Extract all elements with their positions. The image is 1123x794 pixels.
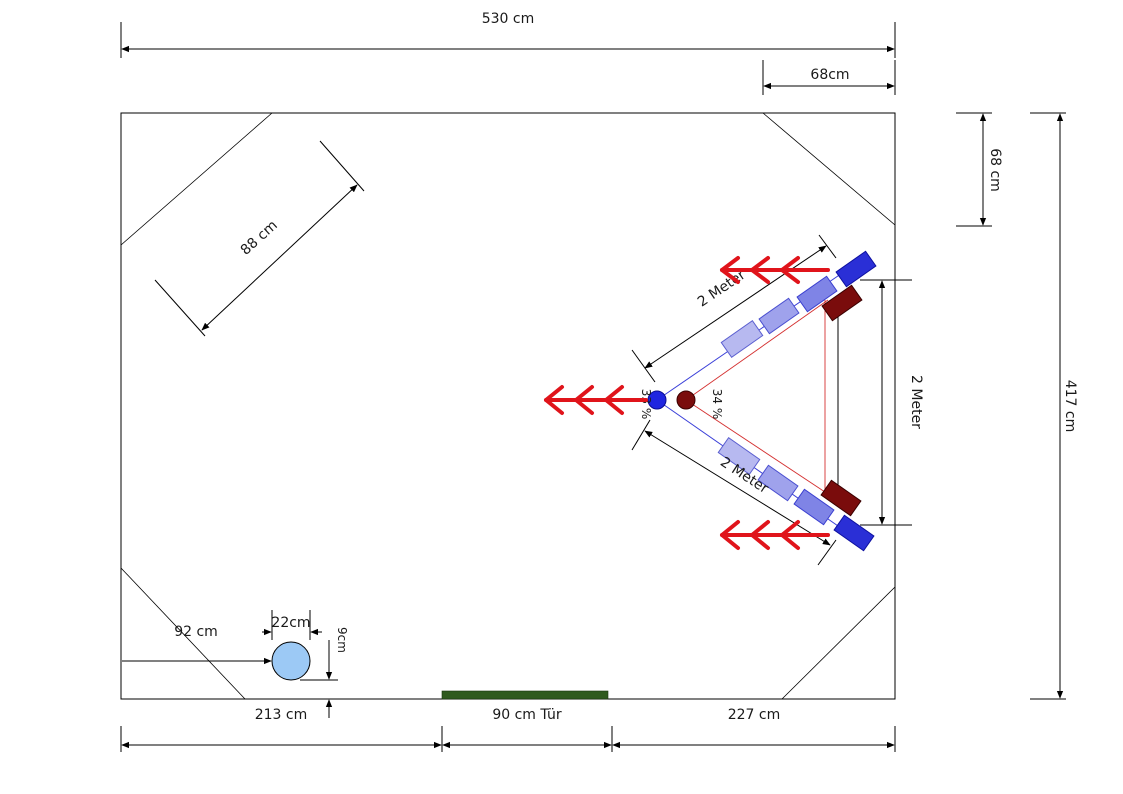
label-corner-diagonal: 88 cm <box>238 217 281 258</box>
label-blue-percent: 33 % <box>639 389 653 420</box>
label-circle-offset-bottom: 9cm <box>335 627 349 653</box>
label-red-percent: 34 % <box>710 389 724 420</box>
room-outline <box>120 112 896 700</box>
corner-bottom-right <box>781 586 896 700</box>
corner-top-right <box>762 112 896 226</box>
label-circle-diameter: 22cm <box>271 615 310 631</box>
corner-bottom-left <box>120 567 246 700</box>
label-corner-width: 68cm <box>810 67 849 83</box>
red-arrows-top <box>720 256 830 284</box>
red-listener <box>676 390 696 410</box>
label-bottom-right: 227 cm <box>728 707 781 723</box>
label-total-height: 417 cm <box>1062 380 1078 433</box>
dim-side-2m: 2 Meter <box>860 279 924 526</box>
label-door: 90 cm Tür <box>492 707 562 723</box>
dim-corner-height: 68 cm <box>956 112 1003 227</box>
label-circle-offset: 92 cm <box>174 624 218 640</box>
label-bottom-left: 213 cm <box>255 707 308 723</box>
door <box>441 690 609 700</box>
label-total-width: 530 cm <box>482 11 535 27</box>
label-corner-height: 68 cm <box>987 148 1003 192</box>
dim-corner-width: 68cm <box>762 60 896 95</box>
corner-top-left <box>120 112 273 246</box>
dim-total-height: 417 cm <box>1030 112 1078 700</box>
upper-speaker-row <box>720 250 877 358</box>
label-side-2m: 2 Meter <box>908 375 924 429</box>
dim-total-width: 530 cm <box>120 11 896 58</box>
red-arrows-bottom <box>720 520 830 550</box>
dim-corner-diagonal: 88 cm <box>154 140 365 337</box>
round-object: 92 cm 22cm 9cm <box>122 610 349 718</box>
dim-bottom: 213 cm 90 cm Tür 227 cm <box>120 707 896 752</box>
red-arrows-middle <box>544 385 648 415</box>
